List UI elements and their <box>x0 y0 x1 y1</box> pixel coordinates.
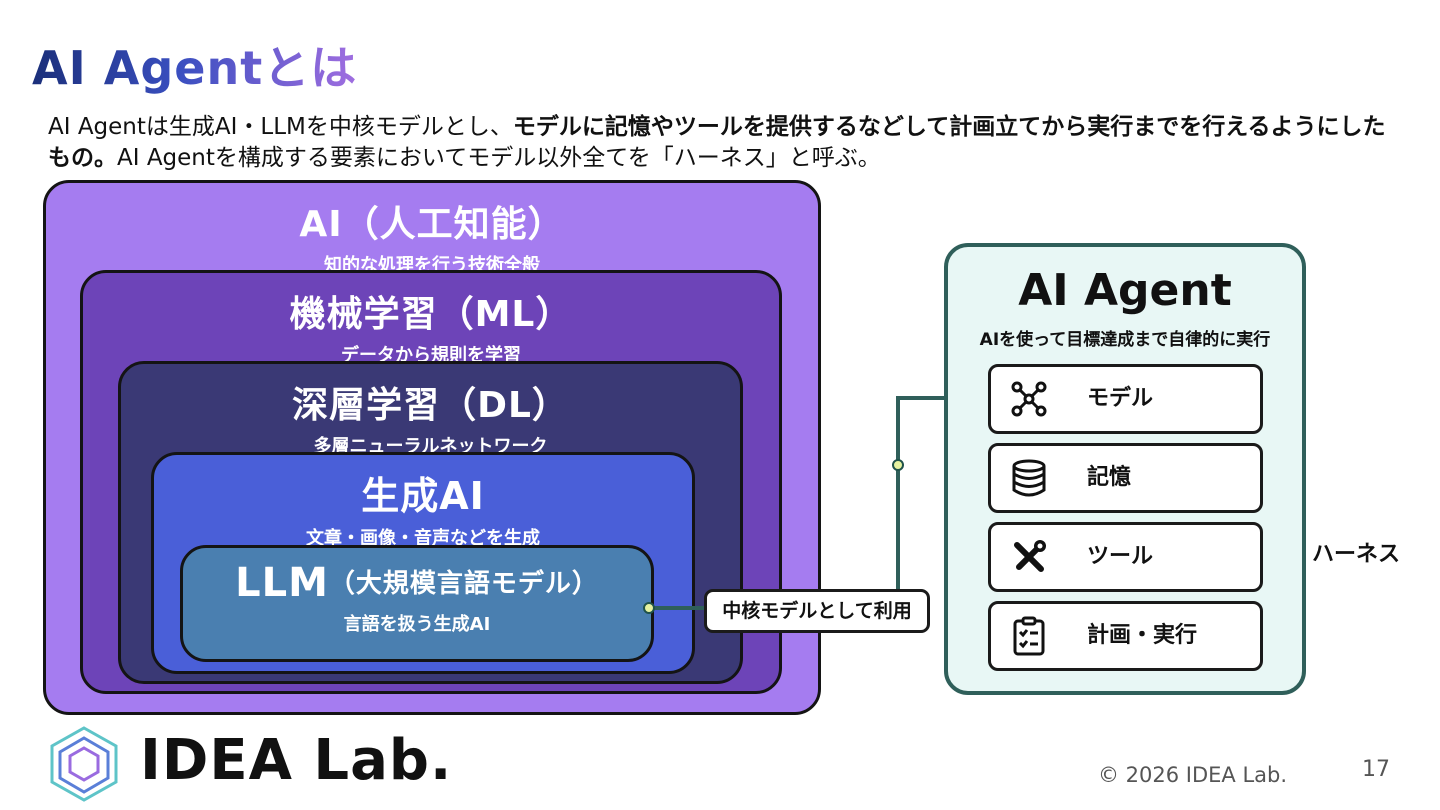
agent-item-tools: ツール <box>988 522 1263 592</box>
agent-item-planning: 計画・実行 <box>988 601 1263 671</box>
agent-item-label: ツール <box>1087 544 1154 569</box>
page-title: AI Agentとは <box>32 32 357 98</box>
layer-llm-name: LLM <box>235 560 329 606</box>
layer-ml-title: 機械学習（ML） <box>289 294 573 335</box>
layer-llm: LLM（大規模言語モデル） 言語を扱う生成AI <box>180 545 654 662</box>
database-icon <box>1012 459 1046 497</box>
lead-text: AI Agentは生成AI・LLMを中核モデルとし、モデルに記憶やツールを提供す… <box>48 112 1408 174</box>
checklist-icon <box>1013 616 1045 656</box>
layer-llm-paren: （大規模言語モデル） <box>328 569 599 599</box>
copyright: © 2026 IDEA Lab. <box>1098 763 1288 787</box>
layer-dl-subtitle: 多層ニューラルネットワーク <box>313 436 548 457</box>
layer-llm-title: LLM（大規模言語モデル） <box>183 560 651 606</box>
lead-part2: AI Agentを構成する要素においてモデル以外全てを「ハーネス」と呼ぶ。 <box>117 145 881 171</box>
core-model-label: 中核モデルとして利用 <box>704 589 930 633</box>
layer-ai-title: AI（人工知能） <box>299 204 565 245</box>
agent-item-model: モデル <box>988 364 1263 434</box>
layer-gen-subtitle: 文章・画像・音声などを生成 <box>306 528 540 549</box>
layer-dl-title: 深層学習（DL） <box>292 385 569 426</box>
harness-label: ハーネス <box>1312 542 1401 567</box>
layer-gen-title: 生成AI <box>361 474 485 518</box>
agent-item-memory: 記憶 <box>988 443 1263 513</box>
layer-llm-subtitle: 言語を扱う生成AI <box>343 614 491 635</box>
ai-agent-panel: AI Agent AIを使って目標達成まで自律的に実行 モデル 記憶 <box>944 243 1306 695</box>
connector-dot-llm <box>643 602 655 614</box>
agent-item-label: モデル <box>1087 386 1154 411</box>
idea-lab-logo-icon <box>50 726 118 802</box>
agent-item-label: 計画・実行 <box>1087 623 1198 648</box>
connector-dot-branch <box>892 459 904 471</box>
page-number: 17 <box>1362 757 1390 782</box>
layer-ml-subtitle: データから規則を学習 <box>341 345 521 366</box>
logo-text: IDEA Lab. <box>140 728 453 793</box>
tools-icon <box>1014 540 1046 572</box>
agent-subtitle: AIを使って目標達成まで自律的に実行 <box>979 330 1271 350</box>
agent-title: AI Agent <box>1018 265 1232 316</box>
lead-part1: AI Agentは生成AI・LLMを中核モデルとし、 <box>48 114 513 140</box>
network-icon <box>1011 381 1047 417</box>
lead-bold: モデルに記憶やツールを提供するなどして計画立てから実行までを行えるようにしたもの… <box>48 114 1386 171</box>
agent-item-label: 記憶 <box>1087 465 1132 490</box>
